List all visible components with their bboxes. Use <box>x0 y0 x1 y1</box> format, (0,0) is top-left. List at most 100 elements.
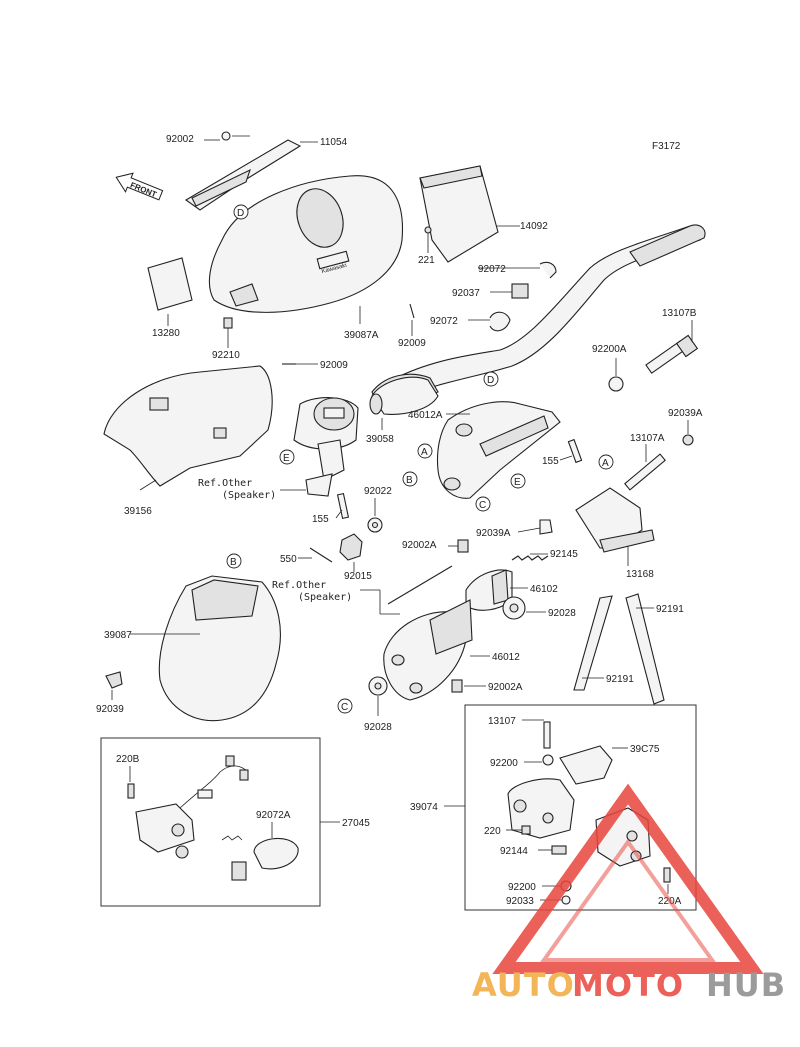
label-39058: 39058 <box>366 434 394 445</box>
speedometer <box>293 397 359 497</box>
label-13107B: 13107B <box>662 308 697 319</box>
callout-e-1: E <box>510 473 526 489</box>
part-550 <box>309 547 333 563</box>
callout-b-1: B <box>402 471 418 487</box>
part-13107B <box>645 334 699 374</box>
label-92210: 92210 <box>212 350 240 361</box>
part-39156 <box>103 365 273 487</box>
part-39087 <box>158 575 281 722</box>
part-14092 <box>419 165 499 263</box>
label-92039A-r: 92039A <box>668 408 703 419</box>
part-13280 <box>147 257 193 311</box>
label-92072-mid: 92072 <box>430 316 458 327</box>
part-46012A <box>436 401 561 499</box>
part-13168 <box>575 487 655 553</box>
callout-c-2: C <box>337 698 353 714</box>
part-92072-mid <box>489 311 511 332</box>
label-46012A: 46012A <box>408 410 443 421</box>
part-92009-b <box>409 303 415 319</box>
label-39087: 39087 <box>104 630 132 641</box>
label-92037: 92037 <box>452 288 480 299</box>
svg-text:D: D <box>237 208 244 219</box>
callout-e-2: E <box>279 449 295 465</box>
part-221 <box>424 226 432 234</box>
part-92039A-r <box>682 434 694 446</box>
part-155-r <box>567 438 583 464</box>
svg-text:A: A <box>602 458 609 469</box>
part-92200-a <box>542 754 554 766</box>
label-155-l: 155 <box>312 514 329 525</box>
part-92191-a <box>625 593 665 705</box>
label-92191-b: 92191 <box>606 674 634 685</box>
part-155-l <box>336 492 350 520</box>
part-39087A: Kawasaki <box>208 175 404 313</box>
label-39087A: 39087A <box>344 330 379 341</box>
part-92144 <box>551 845 567 855</box>
part-39058 <box>369 376 439 415</box>
part-46102 <box>465 569 513 611</box>
svg-text:B: B <box>230 557 237 568</box>
label-27045: 27045 <box>342 818 370 829</box>
svg-text:A: A <box>421 447 428 458</box>
callout-a-1: A <box>417 443 433 459</box>
part-13107A <box>624 453 666 491</box>
label-92002A-b: 92002A <box>488 682 523 693</box>
part-220B <box>127 783 135 799</box>
svg-text:D: D <box>487 375 494 386</box>
part-27045-switch <box>135 755 249 859</box>
label-13168: 13168 <box>626 569 654 580</box>
label-92022: 92022 <box>364 486 392 497</box>
ref-other-speaker-1-line2: (Speaker) <box>222 490 276 501</box>
label-92039: 92039 <box>96 704 124 715</box>
svg-text:B: B <box>406 475 413 486</box>
callout-c-1: C <box>475 496 491 512</box>
label-155-r: 155 <box>542 456 559 467</box>
speaker-cable <box>387 565 453 605</box>
label-92145: 92145 <box>550 549 578 560</box>
part-92145 <box>511 555 549 561</box>
label-39156: 39156 <box>124 506 152 517</box>
part-92200A <box>608 376 624 392</box>
label-92191-a: 92191 <box>656 604 684 615</box>
figure-code: F3172 <box>652 141 681 152</box>
kit-39074-box <box>464 704 697 911</box>
label-39074: 39074 <box>410 802 438 813</box>
label-92200-a: 92200 <box>490 758 518 769</box>
svg-text:C: C <box>479 500 486 511</box>
part-labels: 92002 11054 14092 221 92072 92037 92072 … <box>96 134 703 907</box>
svg-text:E: E <box>514 477 521 488</box>
label-92072-top: 92072 <box>478 264 506 275</box>
label-221: 221 <box>418 255 435 266</box>
label-92200A: 92200A <box>592 344 627 355</box>
front-arrow: FRONT <box>115 172 164 201</box>
part-92015 <box>339 533 363 561</box>
label-92039A-m: 92039A <box>476 528 511 539</box>
part-92191-b <box>573 595 613 691</box>
part-92039A-m <box>539 519 553 535</box>
part-92033 <box>561 895 571 905</box>
label-39C75: 39C75 <box>630 744 660 755</box>
label-92002A-a: 92002A <box>402 540 437 551</box>
callout-d-1: D <box>233 204 249 220</box>
label-92028-b: 92028 <box>364 722 392 733</box>
label-11054: 11054 <box>320 137 348 148</box>
label-92015: 92015 <box>344 571 372 582</box>
part-11054 <box>184 131 302 211</box>
watermark-logo: AUTO MOTO HUB <box>472 783 786 1004</box>
part-92002A-b <box>451 679 463 693</box>
label-14092: 14092 <box>520 221 548 232</box>
ref-other-speaker-2-line2: (Speaker) <box>298 592 352 603</box>
watermark-hub: HUB <box>706 966 786 1004</box>
part-46012 <box>383 599 473 701</box>
label-13280: 13280 <box>152 328 180 339</box>
label-13107: 13107 <box>488 716 516 727</box>
part-92210 <box>223 317 233 329</box>
label-13107A: 13107A <box>630 433 665 444</box>
label-92009-a: 92009 <box>320 360 348 371</box>
label-92200-b: 92200 <box>508 882 536 893</box>
part-92072-top <box>539 261 557 279</box>
ref-other-speaker-1-line1: Ref.Other <box>198 478 252 489</box>
label-92072A: 92072A <box>256 810 291 821</box>
callout-a-2: A <box>598 454 614 470</box>
